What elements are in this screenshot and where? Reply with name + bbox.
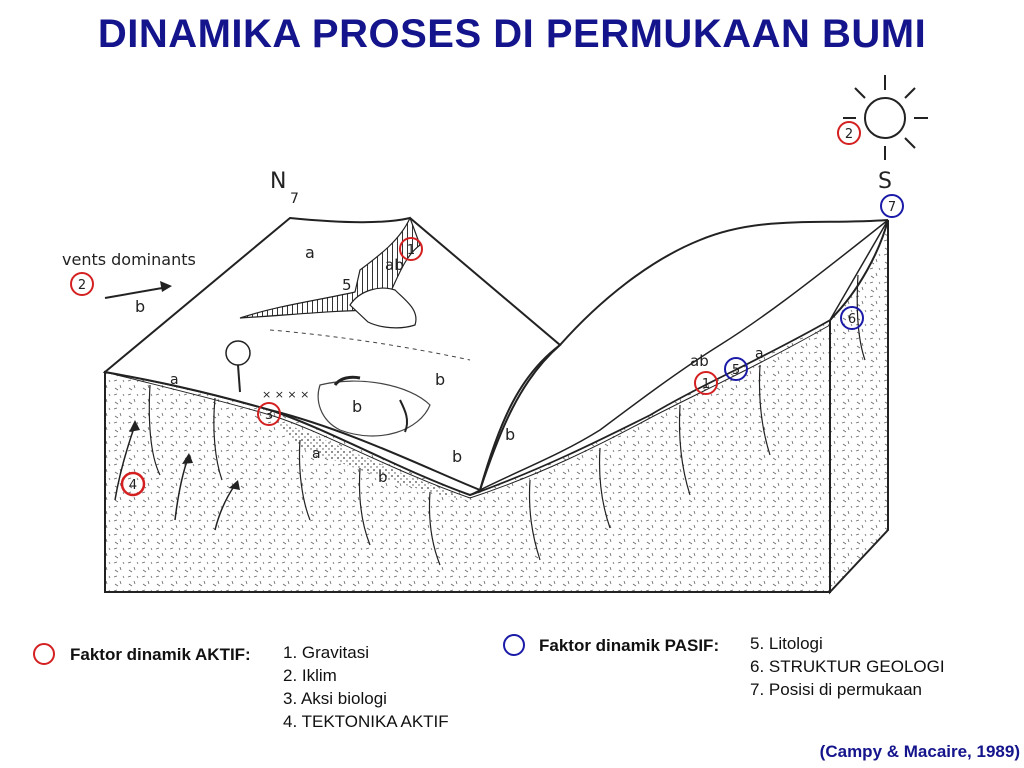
zone-label: ab [690, 352, 709, 370]
zone-label: b [378, 468, 388, 486]
marker-1-gravity: 1 [399, 237, 423, 261]
svg-text:1: 1 [702, 377, 710, 392]
svg-text:3: 3 [265, 408, 273, 423]
svg-text:4: 4 [129, 478, 137, 493]
wind-label: vents dominants [62, 250, 196, 269]
zone-label: a [170, 372, 179, 388]
zone-label: 5 [342, 276, 352, 294]
passive-factor-list: 5. Litologi 6. STRUKTUR GEOLOGI 7. Posis… [750, 632, 945, 701]
block-right-face [829, 219, 889, 595]
diagram-markers: 1 2 2 3 4 1 5 6 [70, 121, 904, 497]
list-item: 1. Gravitasi [283, 643, 369, 662]
active-factor-list: 1. Gravitasi 2. Iklim 3. Aksi biologi 4.… [283, 641, 449, 733]
sun-icon [843, 75, 928, 160]
svg-text:5: 5 [732, 363, 740, 378]
list-item: 2. Iklim [283, 666, 337, 685]
zone-label: a [305, 243, 315, 262]
dotted-soil-layer [270, 418, 470, 500]
zone-label: b [452, 447, 462, 466]
sun-label: S [878, 169, 892, 194]
zone-label: b [435, 370, 445, 389]
marker-4-tectonic: 4 [120, 471, 146, 497]
zone-label: ab [385, 256, 404, 274]
list-item: 3. Aksi biologi [283, 689, 387, 708]
citation: (Campy & Macaire, 1989) [819, 742, 1020, 761]
svg-text:1: 1 [407, 243, 415, 258]
wind-letter: b [135, 297, 145, 316]
zone-label: b [505, 425, 515, 444]
right-slope [469, 219, 889, 496]
svg-text:7: 7 [888, 200, 896, 215]
marker-6-geologic-structure: 6 [840, 306, 864, 330]
zone-label: b [352, 397, 362, 416]
marker-5-lithology: 5 [724, 357, 748, 381]
marker-2-climate-wind: 2 [70, 272, 94, 296]
svg-text:6: 6 [848, 312, 856, 327]
active-factor-label: Faktor dinamik AKTIF: [70, 645, 251, 664]
list-item: 6. STRUKTUR GEOLOGI [750, 657, 945, 676]
svg-text:× × × ×: × × × × [262, 388, 309, 401]
passive-factor-circle-icon [503, 634, 525, 656]
page-title: DINAMIKA PROSES DI PERMUKAAN BUMI [97, 12, 927, 56]
passive-factor-label: Faktor dinamik PASIF: [539, 636, 720, 655]
svg-text:2: 2 [845, 127, 853, 142]
zone-label: a [312, 446, 321, 462]
list-item: 7. Posisi di permukaan [750, 680, 922, 699]
active-factor-circle-icon [33, 643, 55, 665]
svg-text:2: 2 [78, 278, 86, 293]
marker-3-biologic: 3 [257, 402, 281, 426]
wind-arrow-icon [160, 281, 172, 292]
zone-label: a [755, 346, 764, 362]
landscape-block-diagram: × × × × N 7 S vents dominants b a ab 5 b… [62, 75, 928, 595]
marker-1-gravity-slope: 1 [694, 371, 718, 395]
list-item: 5. Litologi [750, 634, 823, 653]
zone-labels: a ab 5 b b b b a a b ab a [170, 243, 764, 486]
marker-2-climate-sun: 2 [837, 121, 861, 145]
compass-label: N [270, 169, 286, 194]
compass-sub-label: 7 [290, 191, 299, 207]
tree-icon [225, 340, 251, 393]
list-item: 4. TEKTONIKA AKTIF [283, 712, 449, 731]
marker-7-surface-position: 7 [880, 194, 904, 218]
